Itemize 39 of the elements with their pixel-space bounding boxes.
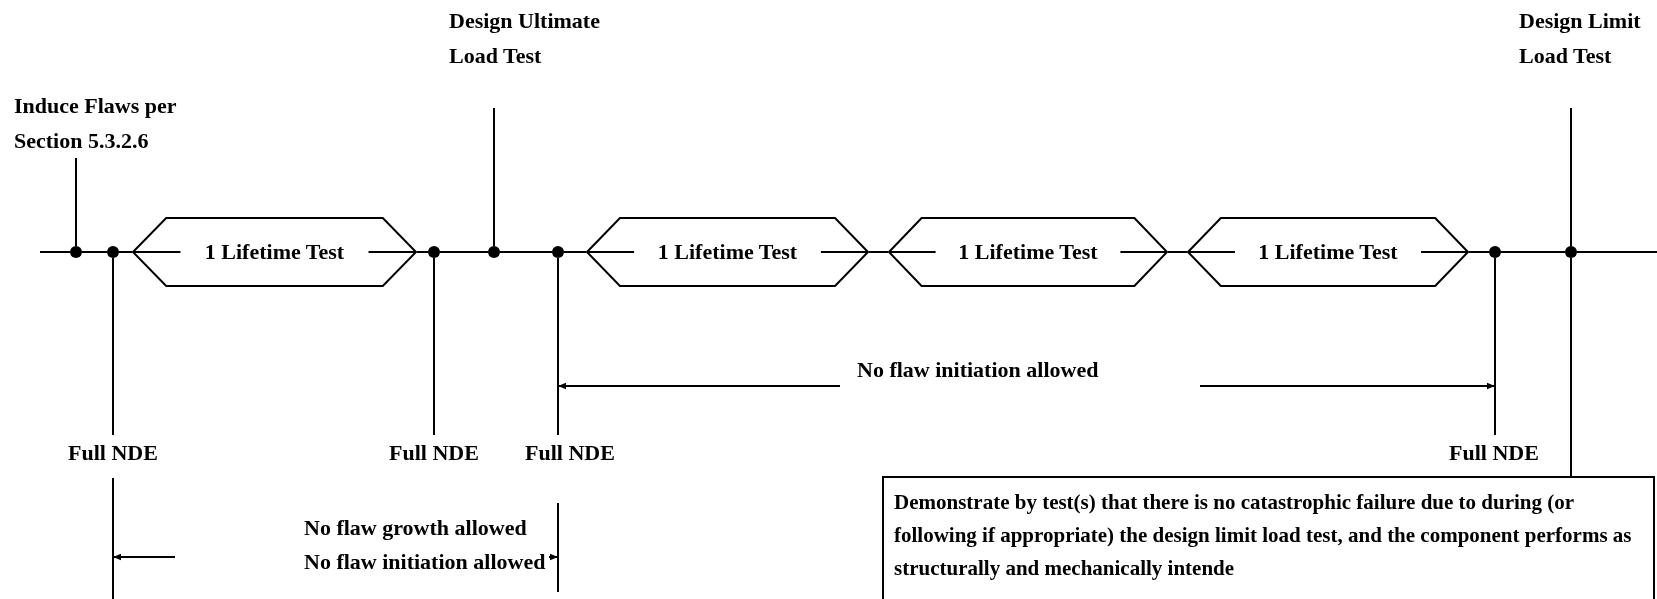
timeline-line (1167, 251, 1188, 253)
note-box: Demonstrate by test(s) that there is no catastrophic failure due to during (or following if appropriate) the design limit load test, and the component performs as structurally and mechanically intende (882, 476, 1655, 599)
timeline-line (439, 251, 489, 253)
timeline-dot (428, 246, 440, 258)
timeline-line (118, 251, 133, 253)
phase-label: 1 Lifetime Test (1258, 239, 1398, 265)
event-label: Design Limit Load Test (1519, 3, 1654, 73)
timeline-line (499, 251, 553, 253)
timeline-line (416, 251, 429, 253)
timeline-line (81, 251, 108, 253)
event-label: Induce Flaws per Section 5.3.2.6 (14, 88, 214, 158)
timeline-line (1500, 251, 1566, 253)
leader-line (1570, 257, 1572, 477)
phase-label: 1 Lifetime Test (657, 239, 798, 265)
leader-line (75, 157, 77, 247)
timeline-dot (1565, 246, 1577, 258)
timeline-dot (552, 246, 564, 258)
leader-line (557, 257, 559, 436)
inspection-label: Full NDE (513, 435, 627, 470)
timeline-dot (107, 246, 119, 258)
timeline-line (39, 251, 71, 253)
phase-label: 1 Lifetime Test (204, 239, 345, 265)
phase-label: 1 Lifetime Test (958, 239, 1098, 265)
timeline-line (1468, 251, 1490, 253)
event-label: Design Ultimate Load Test (449, 3, 614, 73)
leader-line (1570, 107, 1572, 247)
inspection-label: Full NDE (1438, 435, 1550, 470)
timeline-dot (70, 246, 82, 258)
leader-line (433, 257, 435, 436)
inspection-label: Full NDE (58, 435, 168, 470)
timeline-line (1576, 251, 1657, 253)
inspection-label: Full NDE (377, 435, 491, 470)
leader-line (112, 257, 114, 436)
timeline-dot (1489, 246, 1501, 258)
timeline-line (563, 251, 587, 253)
leader-line (1494, 257, 1496, 436)
leader-line (493, 107, 495, 247)
timeline-dot (488, 246, 500, 258)
timeline-line (868, 251, 889, 253)
